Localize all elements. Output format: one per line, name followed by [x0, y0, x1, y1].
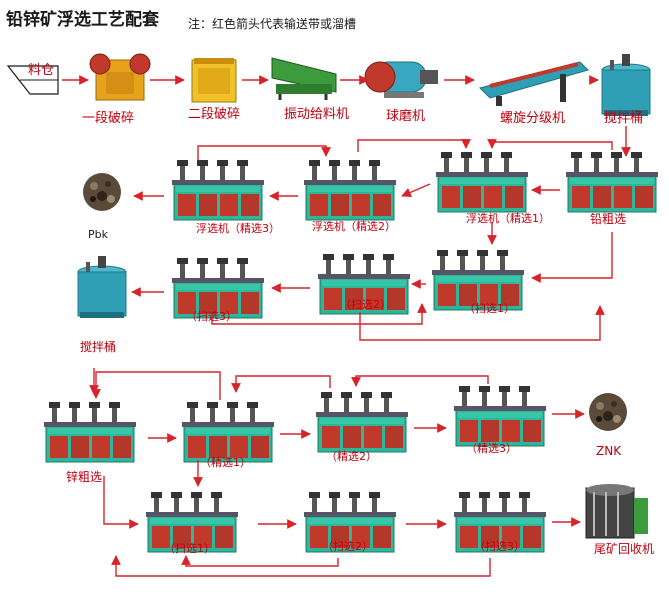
- zinc-product-label: ZNK: [596, 444, 622, 458]
- lead-clean1-label: 浮选机（精选1）: [466, 212, 550, 225]
- page-title: 铅锌矿浮选工艺配套: [6, 10, 159, 30]
- zinc-scav2-label: （扫选2）: [322, 540, 373, 553]
- lead-concentrate-pile: [83, 173, 121, 211]
- lead-cleaner-2-cell: [303, 159, 397, 221]
- vibrating-feeder: [271, 57, 337, 100]
- legend-note: 注：红色箭头代表输送带或溜槽: [188, 17, 357, 31]
- zinc-cleaner-2-cell: [315, 391, 409, 453]
- lead-clean2-label: 浮选机（精选2）: [312, 220, 396, 233]
- primary-crusher-label: 一段破碎: [82, 111, 135, 126]
- tailings-label: 尾矿回收机: [594, 542, 655, 556]
- agitator-tank: [601, 53, 651, 117]
- lead-rough-label: 铅粗选: [590, 212, 627, 226]
- zinc-clean2-label: （精选2）: [326, 450, 377, 463]
- primary-jaw-crusher: [89, 53, 151, 101]
- lead-product-label: Pbk: [88, 228, 108, 241]
- zinc-clean1-label: （精选1）: [200, 456, 251, 469]
- lead-cleaner-3-cell: [171, 159, 265, 221]
- agitator-label: 搅拌桶: [604, 111, 644, 126]
- zinc-scav3-label: （扫选3）: [474, 540, 525, 553]
- lead-clean3-label: 浮选机（精选3）: [196, 222, 280, 235]
- lead-cleaner-1-cell: [435, 151, 529, 213]
- ore-bin: [6, 65, 59, 95]
- zinc-scav1-label: （扫选1）: [164, 542, 215, 555]
- secondary-jaw-crusher: [191, 58, 237, 103]
- zinc-rougher-cell: [43, 401, 137, 463]
- zinc-concentrate-pile: [589, 393, 627, 431]
- lead-scav3-label: （扫选3）: [186, 310, 237, 323]
- feeder-label: 振动给料机: [284, 107, 350, 122]
- zinc-cleaner-3-cell: [453, 385, 547, 447]
- lead-scav1-label: （扫选1）: [464, 302, 515, 315]
- classifier-label: 螺旋分级机: [500, 111, 566, 126]
- ball-mill-label: 球磨机: [386, 109, 426, 124]
- lead-scavenger-1-cell: [431, 249, 525, 311]
- ball-mill: [364, 61, 438, 98]
- zinc-cleaner-1-cell: [181, 401, 275, 463]
- ore-bin-label: 料仓: [28, 63, 55, 78]
- zinc-clean3-label: （精选3）: [466, 442, 517, 455]
- zinc-rough-label: 锌粗选: [66, 470, 103, 484]
- lead-rougher-cell: [565, 151, 659, 213]
- spiral-classifier: [479, 61, 589, 106]
- tailings-magnetic-separator: [585, 484, 648, 539]
- agitator-tank-2: [77, 255, 127, 319]
- lead-scavenger-3-cell: [171, 257, 265, 319]
- secondary-crusher-label: 二段破碎: [188, 107, 241, 122]
- lead-scav2-label: （扫选2）: [340, 298, 391, 311]
- agitator2-label: 搅拌桶: [80, 340, 117, 354]
